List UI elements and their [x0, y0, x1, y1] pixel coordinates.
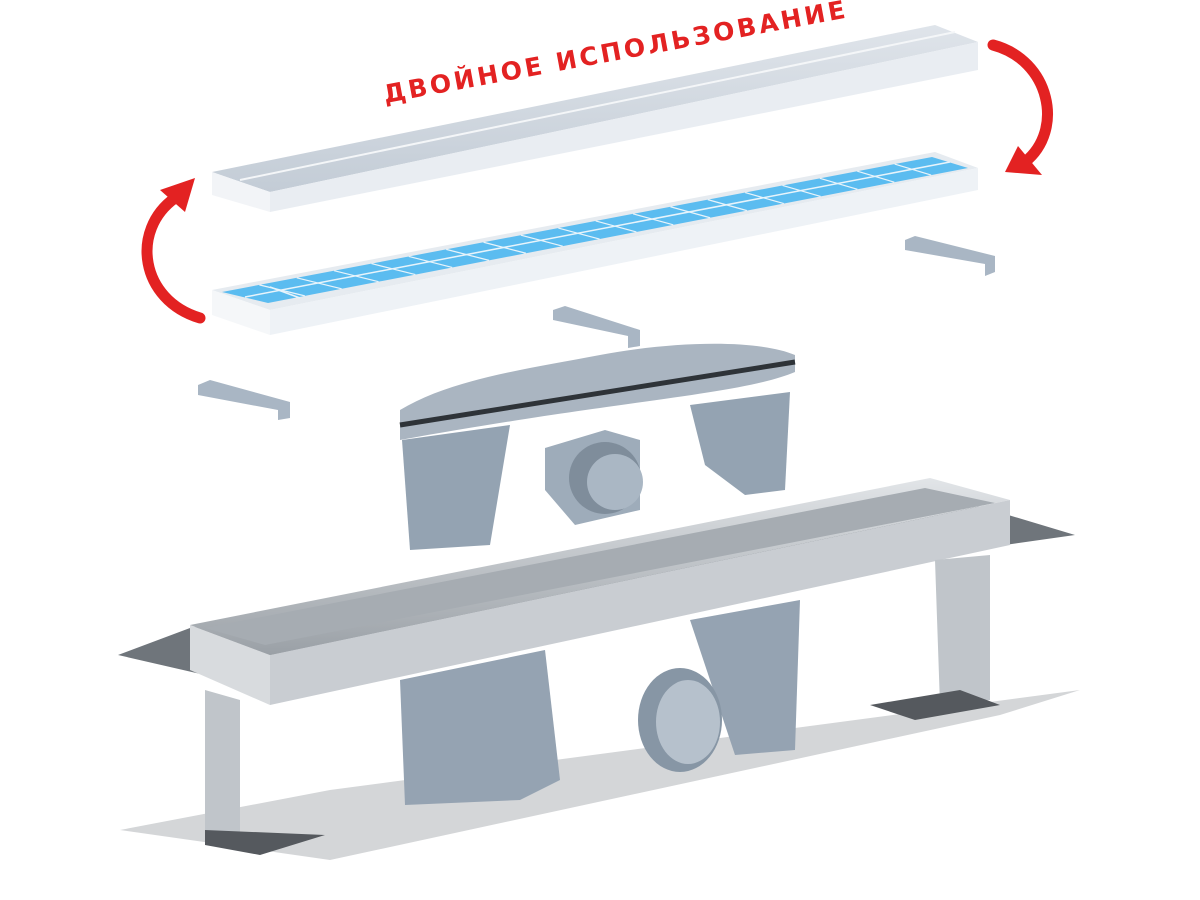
tile-grid-line: [259, 284, 305, 297]
stainless-channel: [118, 478, 1075, 705]
tile-grid-line: [819, 177, 858, 190]
tile-grid-line: [483, 241, 527, 254]
solid-cover: [212, 25, 978, 212]
tile-grid-line: [371, 262, 416, 276]
tile-grate: [212, 152, 978, 335]
adjustable-legs: [205, 555, 1000, 855]
tile-grid-line: [782, 184, 821, 197]
siphon-body: [399, 343, 796, 550]
floor-shadow: [120, 690, 1080, 860]
tile-grid-line: [744, 191, 784, 205]
tile-grid-line: [296, 277, 342, 290]
tile-grid-line: [707, 199, 748, 212]
tile-grid-line: [558, 227, 600, 240]
swap-arrow-left-icon: [141, 178, 206, 324]
swap-arrow-right-icon: [987, 39, 1053, 175]
tile-grid-line: [857, 170, 895, 183]
tile-grid-line: [595, 220, 637, 233]
tile-grid-line: [894, 163, 932, 176]
tile-grid-line: [520, 234, 563, 247]
tile-grid-line: [670, 206, 711, 219]
tile-grid-line: [446, 248, 490, 261]
tile-grid-line: [408, 255, 453, 269]
support-brackets: [198, 236, 995, 420]
tile-grid-line: [632, 213, 674, 226]
tile-grid-line: [333, 270, 379, 283]
siphon-outlet: [400, 600, 800, 805]
